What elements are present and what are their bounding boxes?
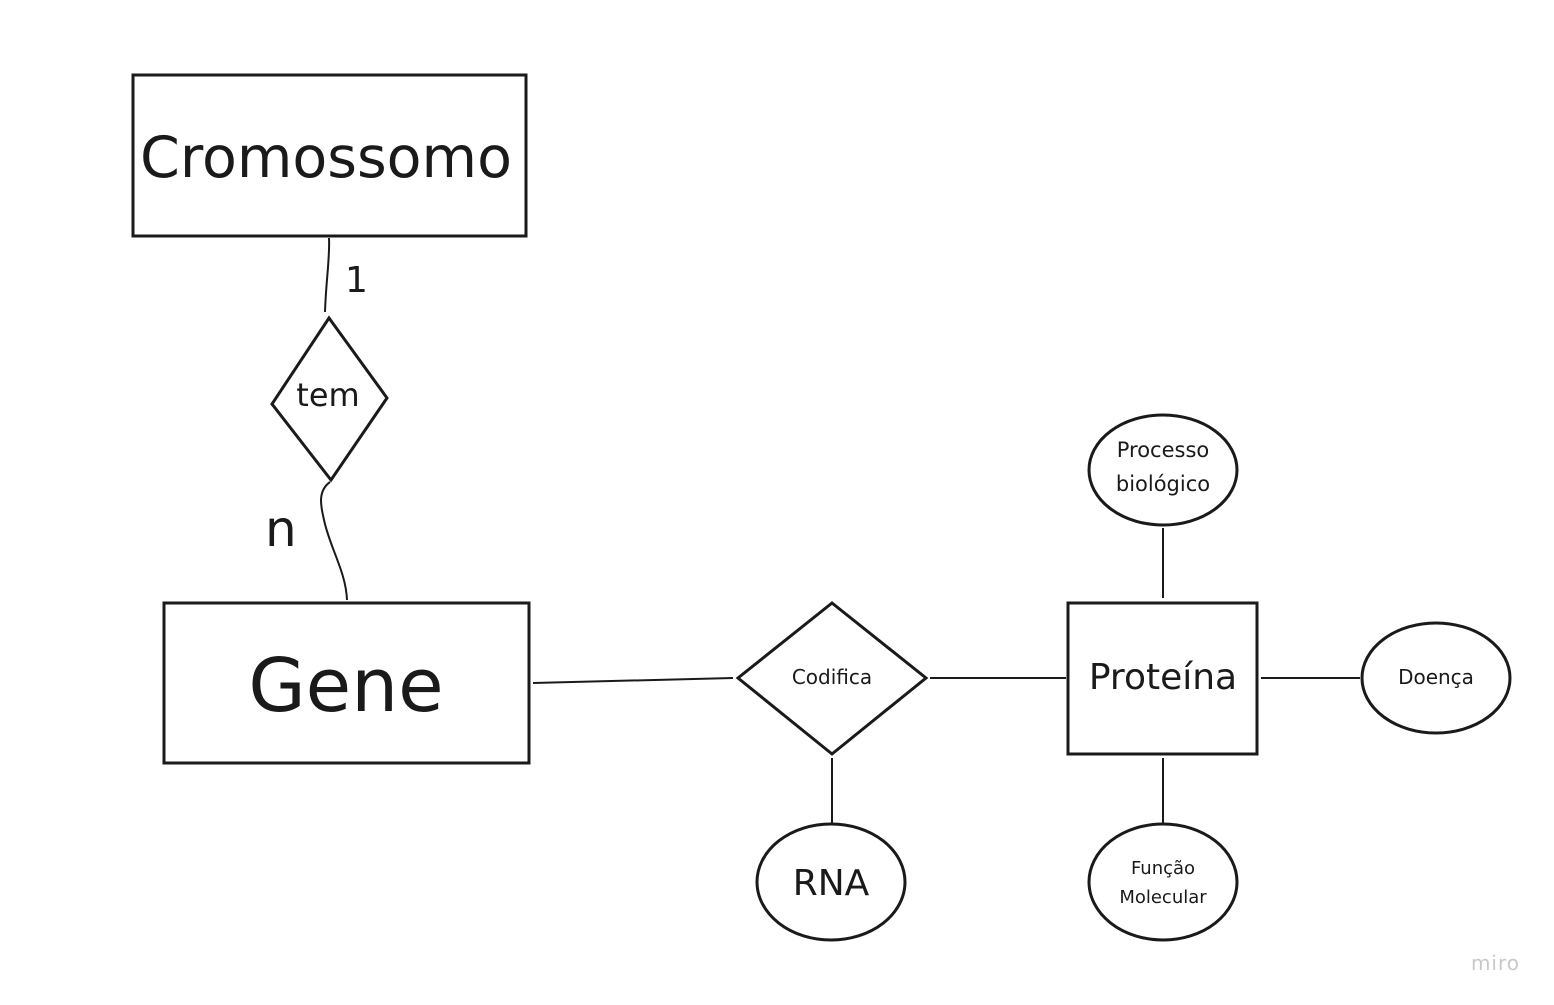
miro-watermark: miro [1470, 951, 1520, 975]
attribute-funcao-molecular-label-line1: Função [1131, 858, 1195, 879]
connector-tem-gene [320, 481, 348, 601]
relationship-codifica[interactable]: Codifica [735, 601, 929, 756]
entity-gene[interactable]: Gene [162, 601, 531, 765]
entity-proteina[interactable]: Proteína [1066, 601, 1259, 756]
attribute-doenca-label: Doença [1398, 665, 1474, 689]
attribute-funcao-molecular-label-line2: Molecular [1119, 887, 1207, 908]
attribute-funcao-molecular[interactable]: Função Molecular [1087, 822, 1239, 942]
attribute-doenca[interactable]: Doença [1360, 621, 1512, 735]
relationship-codifica-label: Codifica [792, 665, 872, 689]
connector-gene-codifica [532, 677, 734, 684]
attribute-rna-label: RNA [793, 863, 870, 904]
relationship-tem[interactable]: tem [270, 315, 389, 483]
attribute-processo-biologico-label-line1: Processo [1117, 438, 1210, 462]
entity-cromossomo[interactable]: Cromossomo [131, 73, 528, 238]
attribute-processo-biologico-label-line2: biológico [1116, 472, 1210, 496]
entity-proteina-label: Proteína [1089, 657, 1237, 698]
attribute-processo-biologico[interactable]: Processo biológico [1087, 413, 1239, 527]
cardinality-gene: n [265, 500, 297, 558]
entity-cromossomo-label: Cromossomo [140, 125, 512, 191]
connector-cromossomo-tem [324, 237, 331, 313]
relationship-tem-label: tem [296, 376, 359, 414]
cardinality-cromossomo: 1 [345, 260, 368, 301]
attribute-rna[interactable]: RNA [755, 822, 907, 942]
entity-gene-label: Gene [248, 643, 443, 729]
